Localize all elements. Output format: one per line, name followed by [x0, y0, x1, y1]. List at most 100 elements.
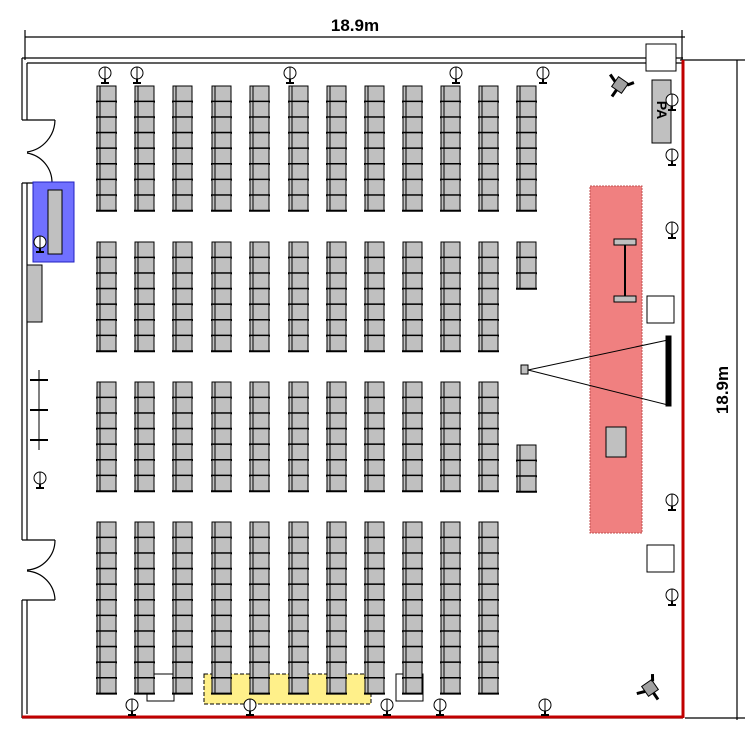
chair[interactable]: [288, 116, 309, 134]
chair[interactable]: [96, 661, 117, 679]
chair[interactable]: [211, 303, 232, 321]
chair[interactable]: [249, 179, 270, 197]
chair[interactable]: [96, 288, 117, 306]
chair[interactable]: [96, 630, 117, 648]
chair[interactable]: [249, 475, 270, 493]
chair[interactable]: [172, 630, 193, 648]
chair[interactable]: [134, 257, 155, 275]
chair[interactable]: [211, 615, 232, 633]
chair[interactable]: [211, 459, 232, 477]
chair[interactable]: [96, 459, 117, 477]
chair[interactable]: [516, 444, 537, 462]
chair[interactable]: [440, 257, 461, 275]
chair[interactable]: [402, 646, 423, 664]
chair[interactable]: [478, 194, 499, 212]
chair[interactable]: [440, 147, 461, 165]
chair[interactable]: [478, 428, 499, 446]
chair[interactable]: [326, 599, 347, 617]
chair[interactable]: [249, 241, 270, 259]
chair[interactable]: [288, 443, 309, 461]
chair[interactable]: [516, 179, 537, 197]
chair[interactable]: [96, 241, 117, 259]
chair[interactable]: [96, 272, 117, 290]
chair[interactable]: [364, 521, 385, 539]
chair[interactable]: [172, 241, 193, 259]
chair[interactable]: [440, 630, 461, 648]
chair[interactable]: [478, 537, 499, 555]
chair[interactable]: [172, 443, 193, 461]
chair[interactable]: [96, 428, 117, 446]
chair[interactable]: [249, 428, 270, 446]
chair[interactable]: [478, 397, 499, 415]
chair[interactable]: [516, 85, 537, 103]
chair[interactable]: [211, 288, 232, 306]
chair[interactable]: [172, 381, 193, 399]
chair[interactable]: [288, 85, 309, 103]
chair[interactable]: [364, 257, 385, 275]
chair[interactable]: [402, 132, 423, 150]
chair[interactable]: [172, 272, 193, 290]
chair[interactable]: [172, 163, 193, 181]
chair[interactable]: [288, 288, 309, 306]
chair[interactable]: [211, 521, 232, 539]
chair[interactable]: [516, 460, 537, 478]
chair[interactable]: [402, 147, 423, 165]
chair[interactable]: [211, 132, 232, 150]
chair[interactable]: [326, 677, 347, 695]
chair[interactable]: [96, 116, 117, 134]
chair[interactable]: [402, 335, 423, 353]
chair[interactable]: [364, 194, 385, 212]
chair[interactable]: [96, 101, 117, 119]
chair[interactable]: [440, 583, 461, 601]
chair[interactable]: [440, 615, 461, 633]
chair[interactable]: [402, 241, 423, 259]
chair[interactable]: [134, 552, 155, 570]
chair[interactable]: [249, 335, 270, 353]
chair[interactable]: [249, 599, 270, 617]
chair[interactable]: [516, 194, 537, 212]
chair[interactable]: [364, 335, 385, 353]
chair[interactable]: [249, 272, 270, 290]
chair[interactable]: [211, 661, 232, 679]
chair[interactable]: [364, 568, 385, 586]
chair[interactable]: [211, 552, 232, 570]
chair[interactable]: [211, 101, 232, 119]
chair[interactable]: [364, 272, 385, 290]
chair[interactable]: [478, 443, 499, 461]
chair[interactable]: [364, 552, 385, 570]
chair[interactable]: [172, 335, 193, 353]
chair[interactable]: [211, 194, 232, 212]
chair[interactable]: [440, 288, 461, 306]
chair[interactable]: [402, 272, 423, 290]
chair[interactable]: [96, 599, 117, 617]
chair[interactable]: [134, 85, 155, 103]
chair[interactable]: [96, 397, 117, 415]
chair[interactable]: [211, 116, 232, 134]
chair[interactable]: [478, 568, 499, 586]
chair[interactable]: [402, 303, 423, 321]
chair[interactable]: [134, 381, 155, 399]
chair[interactable]: [172, 116, 193, 134]
chair[interactable]: [172, 537, 193, 555]
chair[interactable]: [249, 116, 270, 134]
chair[interactable]: [172, 459, 193, 477]
door-bottom[interactable]: [22, 539, 56, 601]
chair[interactable]: [478, 599, 499, 617]
chair[interactable]: [172, 132, 193, 150]
chair[interactable]: [134, 443, 155, 461]
chair[interactable]: [326, 443, 347, 461]
chair[interactable]: [96, 475, 117, 493]
chair[interactable]: [326, 194, 347, 212]
chair[interactable]: [440, 537, 461, 555]
chair[interactable]: [249, 288, 270, 306]
chair[interactable]: [288, 428, 309, 446]
chair[interactable]: [249, 147, 270, 165]
chair[interactable]: [134, 179, 155, 197]
chair[interactable]: [249, 568, 270, 586]
chair[interactable]: [440, 459, 461, 477]
chair[interactable]: [364, 85, 385, 103]
chair[interactable]: [96, 443, 117, 461]
chair[interactable]: [402, 163, 423, 181]
chair[interactable]: [288, 521, 309, 539]
chair[interactable]: [402, 521, 423, 539]
